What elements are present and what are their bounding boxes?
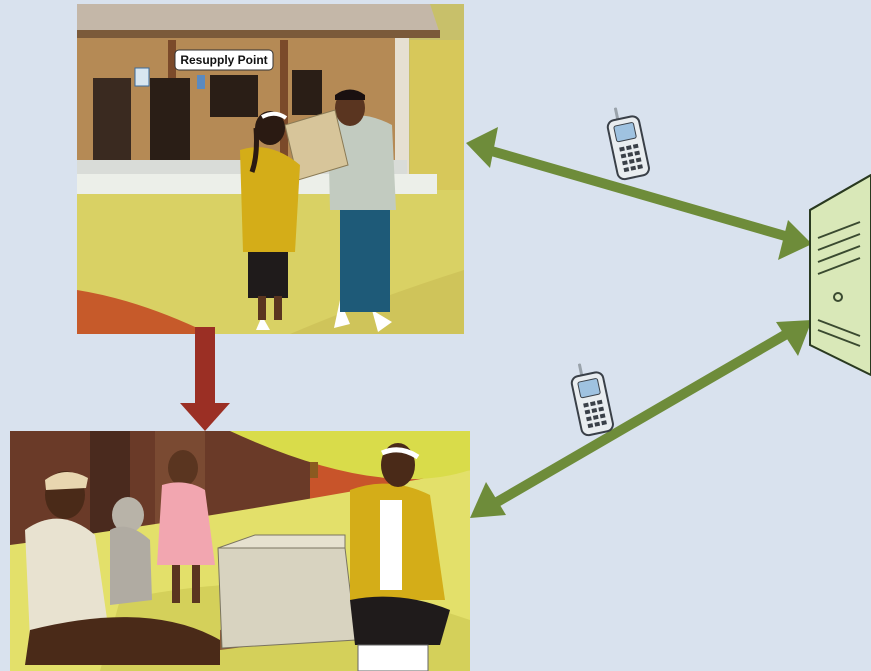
resupply-point-sign: Resupply Point xyxy=(175,50,273,70)
server-tower-icon xyxy=(810,175,871,375)
resupply-flow-arrow xyxy=(180,327,230,431)
supply-box xyxy=(218,535,356,648)
sms-link-arrow-bottom xyxy=(470,320,812,518)
mobile-phone-icon xyxy=(604,103,650,180)
mobile-phone-icon xyxy=(568,359,614,436)
resupply-point-scene: Resupply Point xyxy=(77,4,464,334)
home-visit-scene xyxy=(10,431,470,671)
resupply-point-sign-label: Resupply Point xyxy=(180,53,267,67)
